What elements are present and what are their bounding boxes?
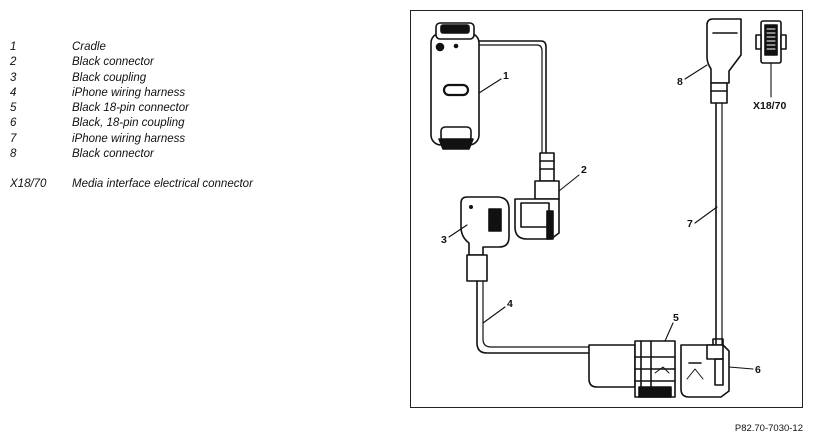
legend-text: Black connector [72,148,154,161]
legend-number: X18/70 [10,178,47,191]
cradle-icon [430,22,480,150]
coupling-18-pin-icon [680,338,730,398]
legend-text: iPhone wiring harness [72,86,186,99]
cradle-cable [472,40,547,154]
legend-text: Black coupling [72,71,147,84]
legend-text: Black 18-pin connector [72,102,189,115]
media-interface-connector-icon [755,20,787,64]
iphone-harness-lower [476,280,592,354]
callout-7: 7 [687,218,693,230]
callout-x18-70: X18/70 [753,100,786,112]
diagram-frame: 1 2 3 4 5 6 7 8 X18/70 [410,10,803,408]
legend-text: iPhone wiring harness [72,132,186,145]
black-connector-top-icon [706,18,742,104]
legend-number: 2 [10,56,17,69]
legend-number: 5 [10,102,17,115]
legend-number: 7 [10,132,17,145]
legend-number: 8 [10,148,17,161]
callout-6: 6 [755,364,761,376]
callout-2: 2 [581,164,587,176]
callout-8: 8 [677,76,683,88]
black-connector-icon [514,152,560,240]
legend-number: 3 [10,71,17,84]
black-coupling-icon [460,196,510,282]
callout-4: 4 [507,298,513,310]
legend-number: 6 [10,117,17,130]
legend-text: Media interface electrical connector [72,178,253,191]
legend-number: 4 [10,86,17,99]
callout-5: 5 [673,312,679,324]
leader-lines [448,62,772,370]
legend-text: Black connector [72,56,154,69]
legend-text: Cradle [72,41,106,53]
figure-code: P82.70-7030-12 [734,423,803,434]
callout-3: 3 [441,234,447,246]
legend-number: 1 [10,41,17,53]
wiring-diagram: 1 2 3 4 5 6 7 8 X18/70 [430,18,787,398]
legend-text: Black, 18-pin coupling [72,117,185,130]
connector-18-pin-icon [588,340,676,398]
callout-1: 1 [503,70,509,82]
